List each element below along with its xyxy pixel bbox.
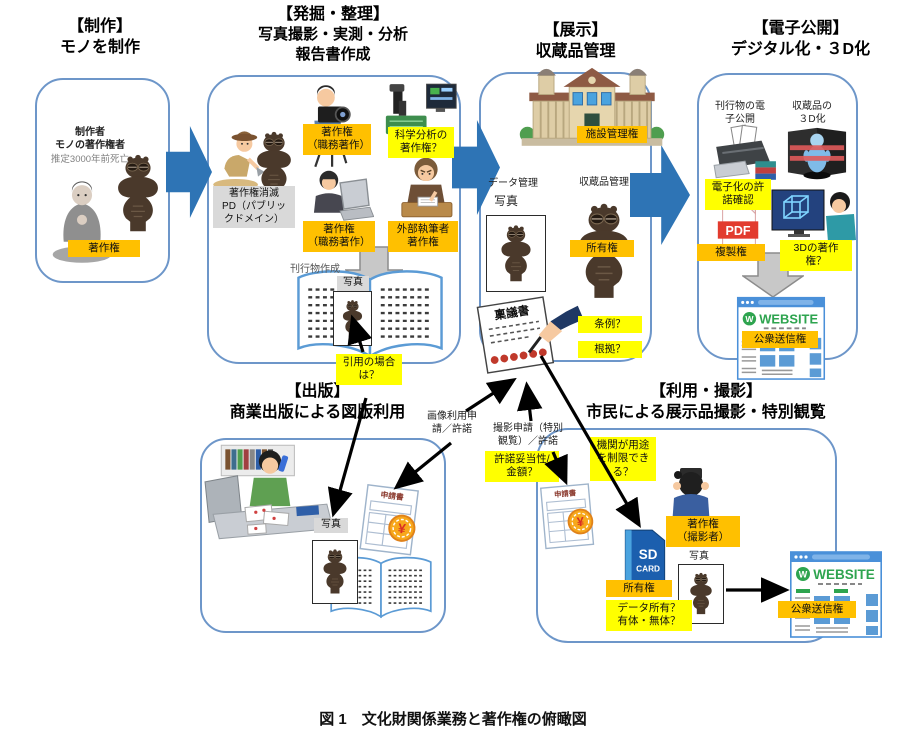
title-tenji-line2: 収蔵品管理 [535, 43, 616, 61]
title-riyo: 【利用・撮影】 市民による展示品撮影・特別観覧 [536, 381, 876, 423]
website-logo-letter: W [799, 570, 808, 580]
photo-frame [333, 291, 372, 346]
website-logo-letter: W [745, 314, 754, 324]
title-shuppan: 【出版】 商業出版による図版利用 [185, 381, 450, 423]
science-copyright-label: 科学分析の 著作権？ [388, 127, 454, 158]
photo-frame [486, 215, 546, 292]
copyright-label: 著作権 [68, 240, 140, 258]
death-caption: 推定3000年前死亡 [50, 154, 130, 165]
3d-scan-icon [787, 127, 847, 180]
yen-coin-icon: ¥ [397, 521, 407, 537]
ownership-label: 所有権 [570, 240, 634, 258]
permission-validity-label: 許諾妥当性/ 金額？ [485, 451, 559, 482]
basis-question-label: 根拠？ [578, 341, 642, 359]
title-hakkutsu-line1: 【発掘・整理】 [276, 6, 389, 23]
title-denshi-line2: デジタル化・３D化 [730, 41, 871, 59]
scanner-icon [713, 124, 776, 180]
title-hakkutsu-line3: 報告書作成 [295, 45, 371, 63]
title-shuppan-line1: 【出版】 [285, 383, 350, 400]
photo-caption: 写真 [493, 194, 518, 208]
photo-caption: 写真 [689, 551, 709, 562]
website-icon: W WEBSITE [736, 296, 826, 380]
sleeve [550, 305, 584, 332]
editor-person-icon [204, 444, 334, 540]
photo-frame [312, 540, 358, 604]
title-denshi: 【電子公開】 デジタル化・３D化 [698, 18, 903, 60]
copyright-workmade-label: 著作権 （職務著作） [303, 124, 371, 155]
arrow-imageuse-to-ringisho [465, 377, 517, 413]
flow-arrow-1-icon [166, 126, 212, 218]
photo-tag: 写真 [314, 518, 348, 533]
title-seisaku: 【制作】 モノを制作 [20, 16, 180, 58]
reproduction-right-label: 複製権 [697, 244, 765, 262]
form-title: 申請書 [380, 489, 405, 502]
arrow-shootapply-to-ringisho [516, 381, 543, 422]
creator-caption: 制作者 モノの著作権者 [55, 127, 125, 151]
title-hakkutsu-line2: 写真撮影・実測・分析 [257, 26, 408, 44]
shoot-application-caption: 撮影申請（特別 観覧）／許諾 [493, 423, 563, 447]
image-use-application-caption: 画像利用申 請／許諾 [427, 411, 477, 435]
dogu-photo-icon [340, 298, 365, 340]
3d-copyright-question-label: 3Dの著作 権？ [780, 240, 852, 271]
website-text: WEBSITE [759, 312, 818, 327]
ringisho-title: 稟議書 [492, 303, 530, 323]
collection-3d-caption: 収蔵品の ３D化 [792, 101, 832, 125]
digitize-permission-label: 電子化の許 諾確認 [705, 179, 771, 210]
external-writer-icon [401, 157, 453, 218]
application-form-icon: 申請書 ¥ [539, 483, 595, 550]
title-seisaku-line2: モノを制作 [59, 39, 140, 57]
website-text: WEBSITE [813, 567, 875, 582]
photo-tag: 写真 [337, 276, 369, 291]
title-denshi-line1: 【電子公開】 [752, 20, 849, 37]
application-form-icon: 申請書 ¥ [359, 484, 420, 556]
facility-management-label: 施設管理権 [577, 126, 647, 144]
restriction-question-label: 機関が用途 を制限でき る？ [590, 437, 656, 482]
public-transmission-label: 公衆送信権 [778, 601, 856, 619]
approval-document-icon: 稟議書 [476, 296, 584, 374]
data-management-caption: データ管理 [488, 178, 538, 189]
data-ownership-question-label: データ所有？ 有体・無体？ [606, 600, 692, 631]
photographer-copyright-label: 著作権 （撮影者） [666, 516, 740, 547]
pdf-text: PDF [726, 224, 751, 238]
dogu-photo-icon [320, 547, 350, 597]
epub-caption: 刊行物の電 子公開 [715, 101, 765, 125]
title-hakkutsu: 【発掘・整理】 写真撮影・実測・分析 報告書作成 [213, 4, 453, 65]
card-text: CARD [636, 565, 660, 574]
ordinance-question-label: 条例？ [578, 316, 642, 334]
title-riyo-line1: 【利用・撮影】 [649, 383, 762, 400]
collection-management-caption: 収蔵品管理 [579, 177, 629, 188]
website-icon: W WEBSITE [790, 551, 882, 638]
sd-card-icon: SD CARD [624, 529, 666, 585]
publication-caption: 刊行物作成 [290, 264, 340, 275]
copyright-workmade-label: 著作権 （職務著作） [303, 221, 375, 252]
public-transmission-label: 公衆送信権 [742, 331, 818, 349]
sd-text: SD [639, 547, 658, 562]
quotation-question-label: 引用の場合 は？ [336, 354, 402, 385]
dogu-photo-icon [497, 223, 535, 285]
title-tenji-line1: 【展示】 [543, 22, 608, 39]
title-shuppan-line2: 商業出版による図版利用 [229, 404, 406, 422]
title-seisaku-line1: 【制作】 [67, 18, 132, 35]
title-riyo-line2: 市民による展示品撮影・特別観覧 [586, 404, 826, 422]
external-writer-copyright-label: 外部執筆者 著作権 [388, 221, 458, 252]
figure-caption: 図 1 文化財関係業務と著作権の俯瞰図 [319, 711, 587, 728]
ownership-label: 所有権 [606, 580, 672, 598]
laptop-person-icon [313, 170, 374, 221]
title-tenji: 【展示】 収蔵品管理 [493, 20, 658, 62]
public-domain-label: 著作権消滅 PD（パブリッ クドメイン） [213, 186, 295, 229]
